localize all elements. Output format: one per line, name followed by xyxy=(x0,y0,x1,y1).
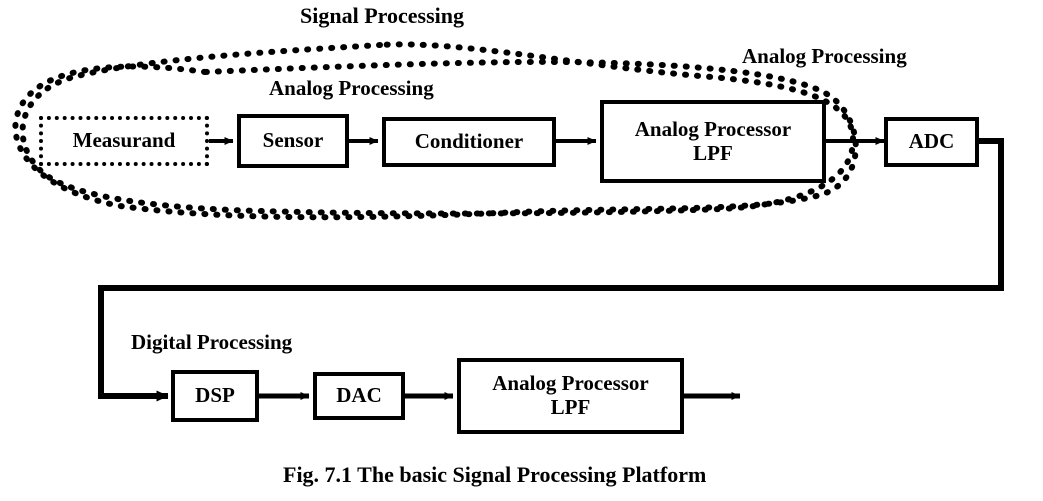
node-dsp-label: DSP xyxy=(195,383,235,408)
node-analog-processor-lpf-top-line1: Analog Processor xyxy=(634,116,792,141)
group-label-analog-processing-top: Analog Processing xyxy=(269,76,434,100)
group-label-signal-processing: Signal Processing xyxy=(300,3,465,28)
figure-caption: Fig. 7.1 The basic Signal Processing Pla… xyxy=(283,462,707,487)
node-measurand-label: Measurand xyxy=(72,128,176,153)
path-adc-to-dsp xyxy=(98,138,1004,402)
node-measurand[interactable]: Measurand xyxy=(39,116,209,166)
node-analog-processor-lpf-top-line2: LPF xyxy=(693,140,733,165)
node-adc[interactable]: ADC xyxy=(884,117,979,167)
node-dac-label: DAC xyxy=(336,383,382,408)
node-conditioner[interactable]: Conditioner xyxy=(382,117,556,167)
node-dac[interactable]: DAC xyxy=(313,372,405,420)
node-dsp[interactable]: DSP xyxy=(171,370,259,422)
analog-processing-enclosure xyxy=(19,41,857,217)
node-analog-processor-lpf-bottom-line1: Analog Processor xyxy=(492,371,649,396)
node-analog-processor-lpf-bottom[interactable]: Analog Processor LPF xyxy=(457,358,684,434)
group-label-digital-processing: Digital Processing xyxy=(131,330,293,354)
node-conditioner-label: Conditioner xyxy=(414,129,524,154)
node-analog-processor-lpf-bottom-line2: LPF xyxy=(550,395,591,419)
node-sensor-label: Sensor xyxy=(262,128,324,153)
group-label-analog-processing-right: Analog Processing xyxy=(742,44,907,68)
node-sensor[interactable]: Sensor xyxy=(237,114,349,168)
node-analog-processor-lpf-top[interactable]: Analog Processor LPF xyxy=(600,100,826,183)
node-adc-label: ADC xyxy=(908,129,955,154)
